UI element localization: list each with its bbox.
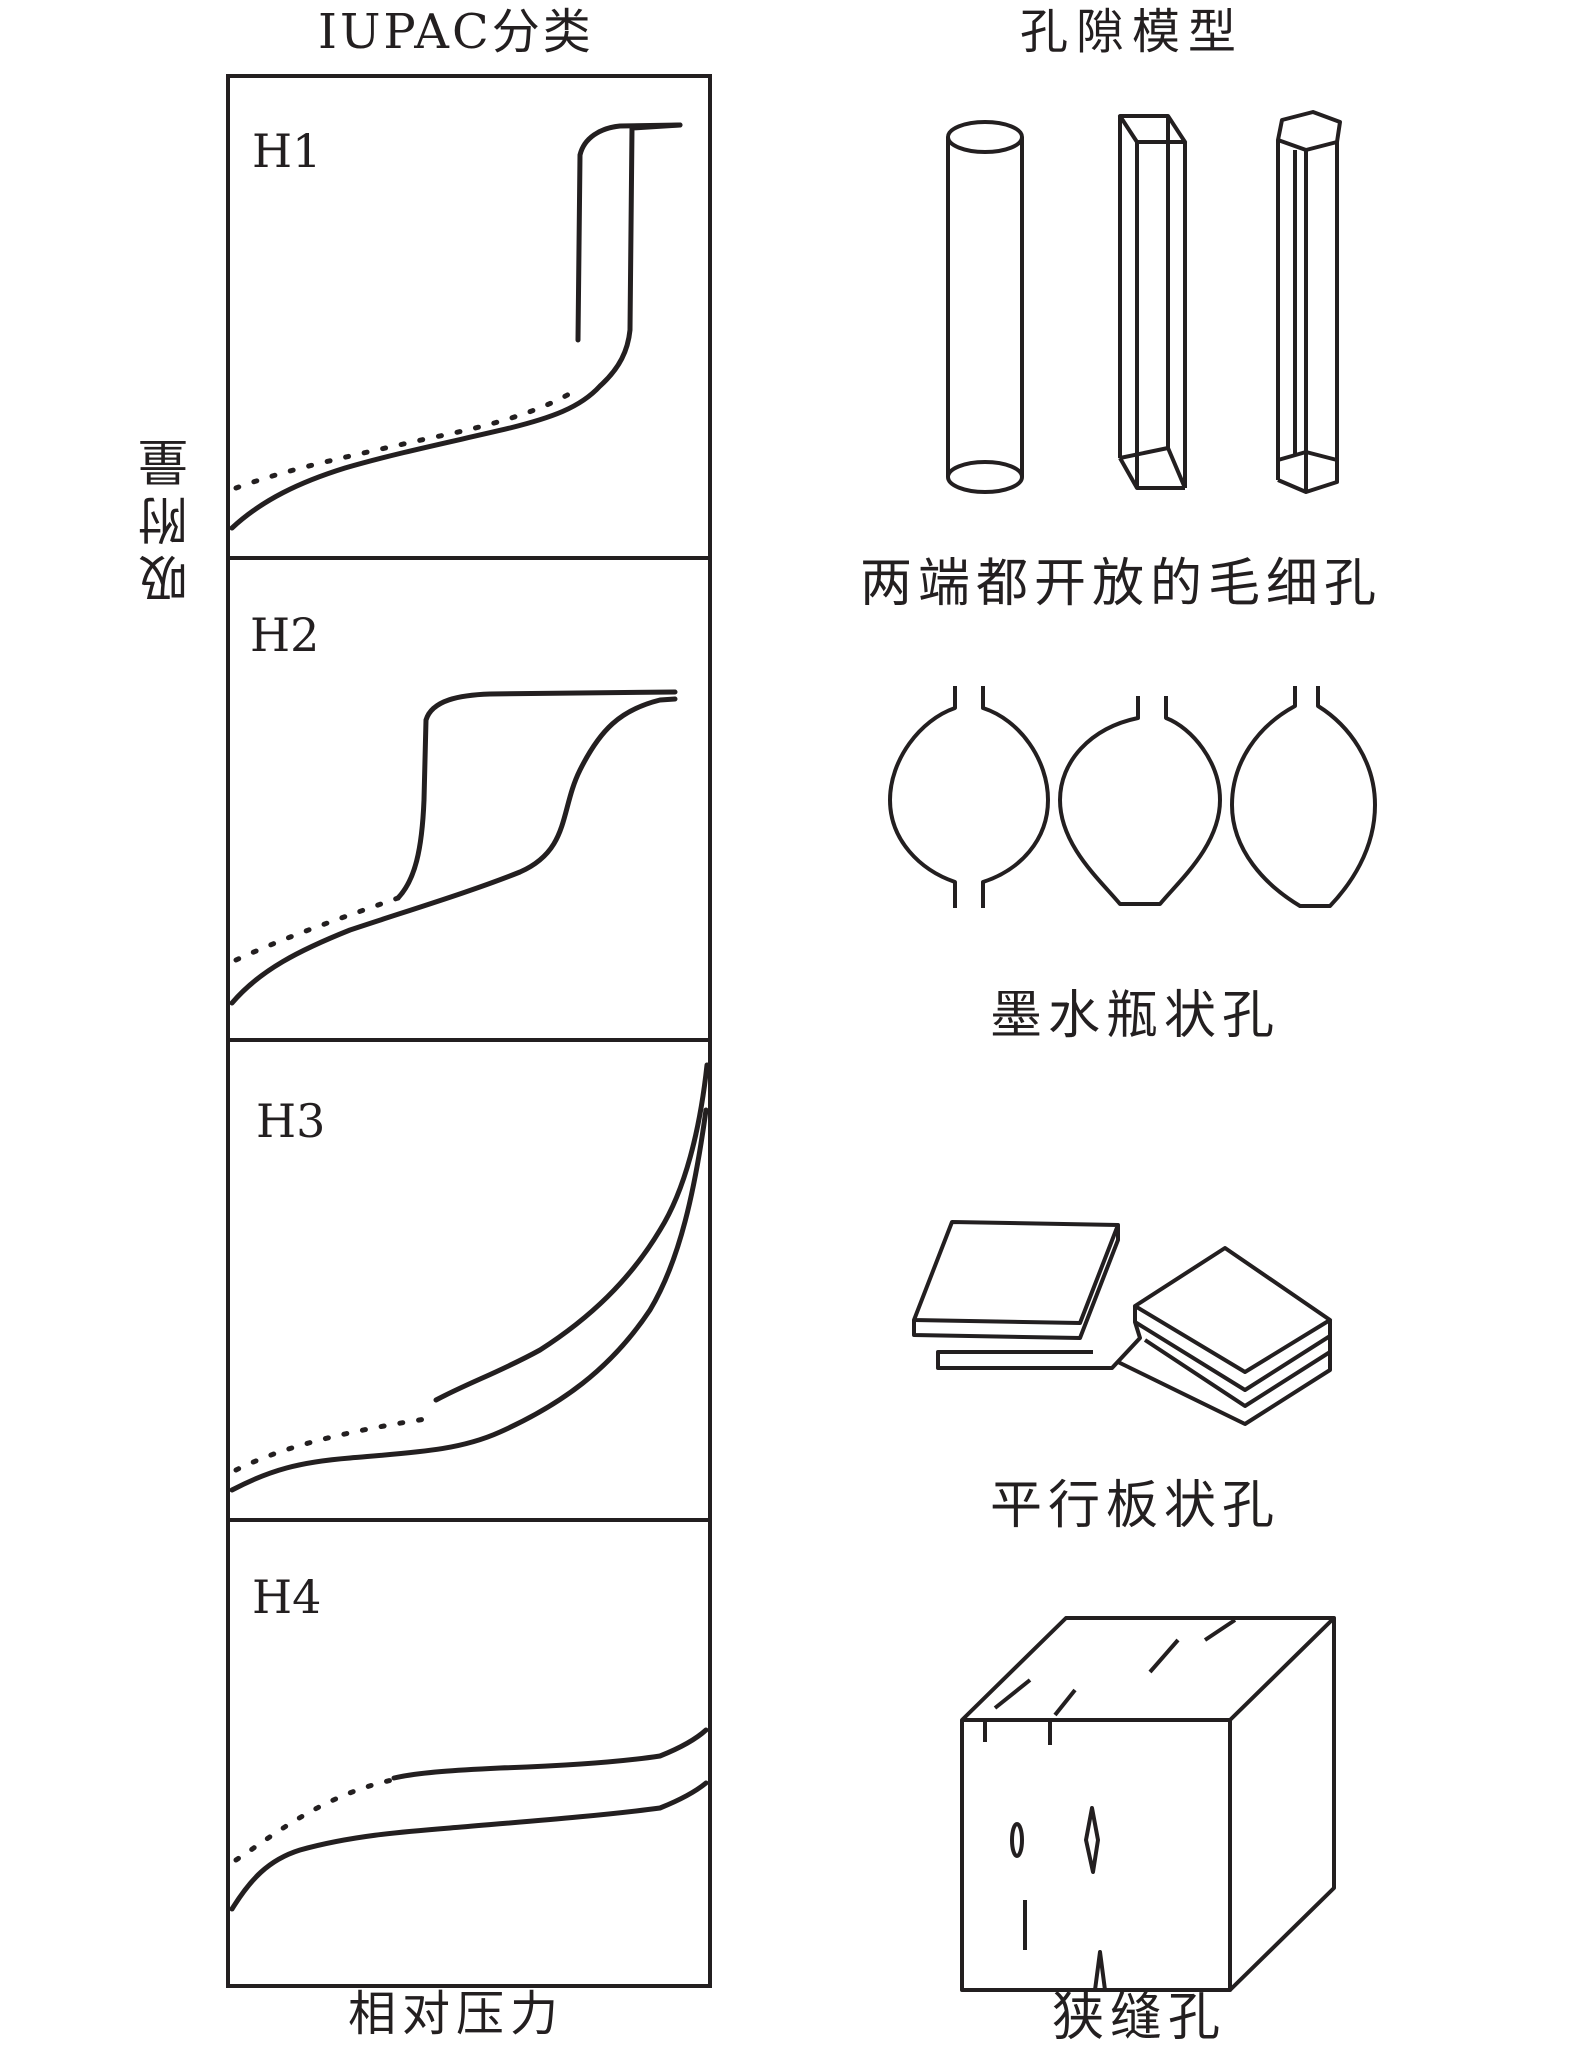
panel-label-h3: H3 (256, 1094, 326, 1148)
panel-label-h2: H2 (250, 608, 320, 662)
open-capillary-icon (946, 110, 1342, 494)
h4-loop (229, 1727, 709, 1912)
ink-bottle-pore-icon (888, 686, 1377, 908)
parallel-plate-pore-icon (912, 1220, 1332, 1426)
parallel-plate-caption: 平行板状孔 (990, 1476, 1281, 1536)
h1-loop (229, 122, 683, 531)
iupac-classification-title: IUPAC分类 (318, 4, 594, 60)
panel-label-h4: H4 (252, 1570, 322, 1624)
slit-pore-icon (960, 1616, 1336, 1992)
x-axis-label: 相对压力 (348, 1986, 565, 2042)
pore-model-title: 孔隙模型 (1020, 4, 1245, 60)
ink-bottle-caption: 墨水瓶状孔 (990, 986, 1281, 1046)
slit-pore-caption: 狭缝孔 (1052, 1988, 1227, 2048)
h3-loop (229, 1062, 710, 1493)
h2-loop (229, 689, 678, 1006)
panel-frame (226, 74, 712, 1988)
open-capillary-caption: 两端都开放的毛细孔 (860, 554, 1383, 614)
panel-label-h1: H1 (252, 124, 322, 178)
